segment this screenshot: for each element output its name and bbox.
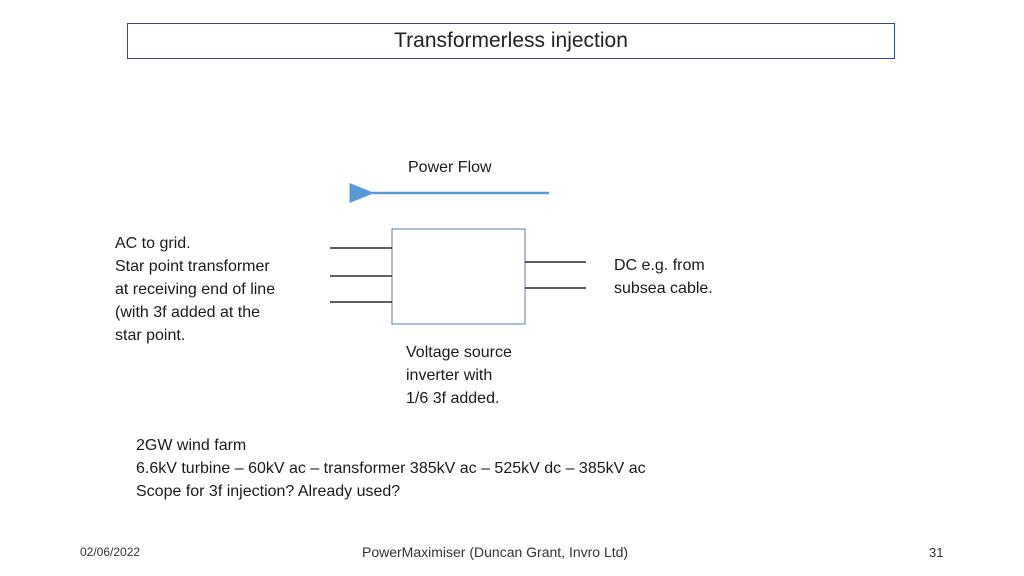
notes-text: 2GW wind farm 6.6kV turbine – 60kV ac – … <box>136 434 646 503</box>
ac-side-line: AC to grid. <box>115 235 191 252</box>
dc-side-line: DC e.g. from <box>614 257 705 274</box>
ac-side-line: at receiving end of line <box>115 281 276 298</box>
ac-side-line: star point. <box>115 327 186 344</box>
inverter-line: 1/6 3f added. <box>406 390 500 407</box>
ac-side-text: AC to grid. Star point transformer at re… <box>115 232 275 347</box>
dc-side-text: DC e.g. from subsea cable. <box>614 254 713 300</box>
inverter-line: Voltage source <box>406 344 512 361</box>
notes-line: 6.6kV turbine – 60kV ac – transformer 38… <box>136 460 646 477</box>
dc-side-line: subsea cable. <box>614 280 713 297</box>
inverter-line: inverter with <box>406 367 493 384</box>
footer-page-number: 31 <box>929 545 944 560</box>
notes-line: 2GW wind farm <box>136 437 247 454</box>
inverter-box <box>391 228 526 325</box>
ac-side-line: Star point transformer <box>115 258 270 275</box>
power-flow-label: Power Flow <box>408 159 492 176</box>
title-box: Transformerless injection <box>127 23 895 59</box>
ac-side-line: (with 3f added at the <box>115 304 260 321</box>
slide-title: Transformerless injection <box>394 29 628 52</box>
footer-center: PowerMaximiser (Duncan Grant, Invro Ltd) <box>362 544 629 560</box>
inverter-label: Voltage source inverter with 1/6 3f adde… <box>406 341 512 410</box>
footer-date: 02/06/2022 <box>80 545 141 559</box>
notes-line: Scope for 3f injection? Already used? <box>136 483 401 500</box>
